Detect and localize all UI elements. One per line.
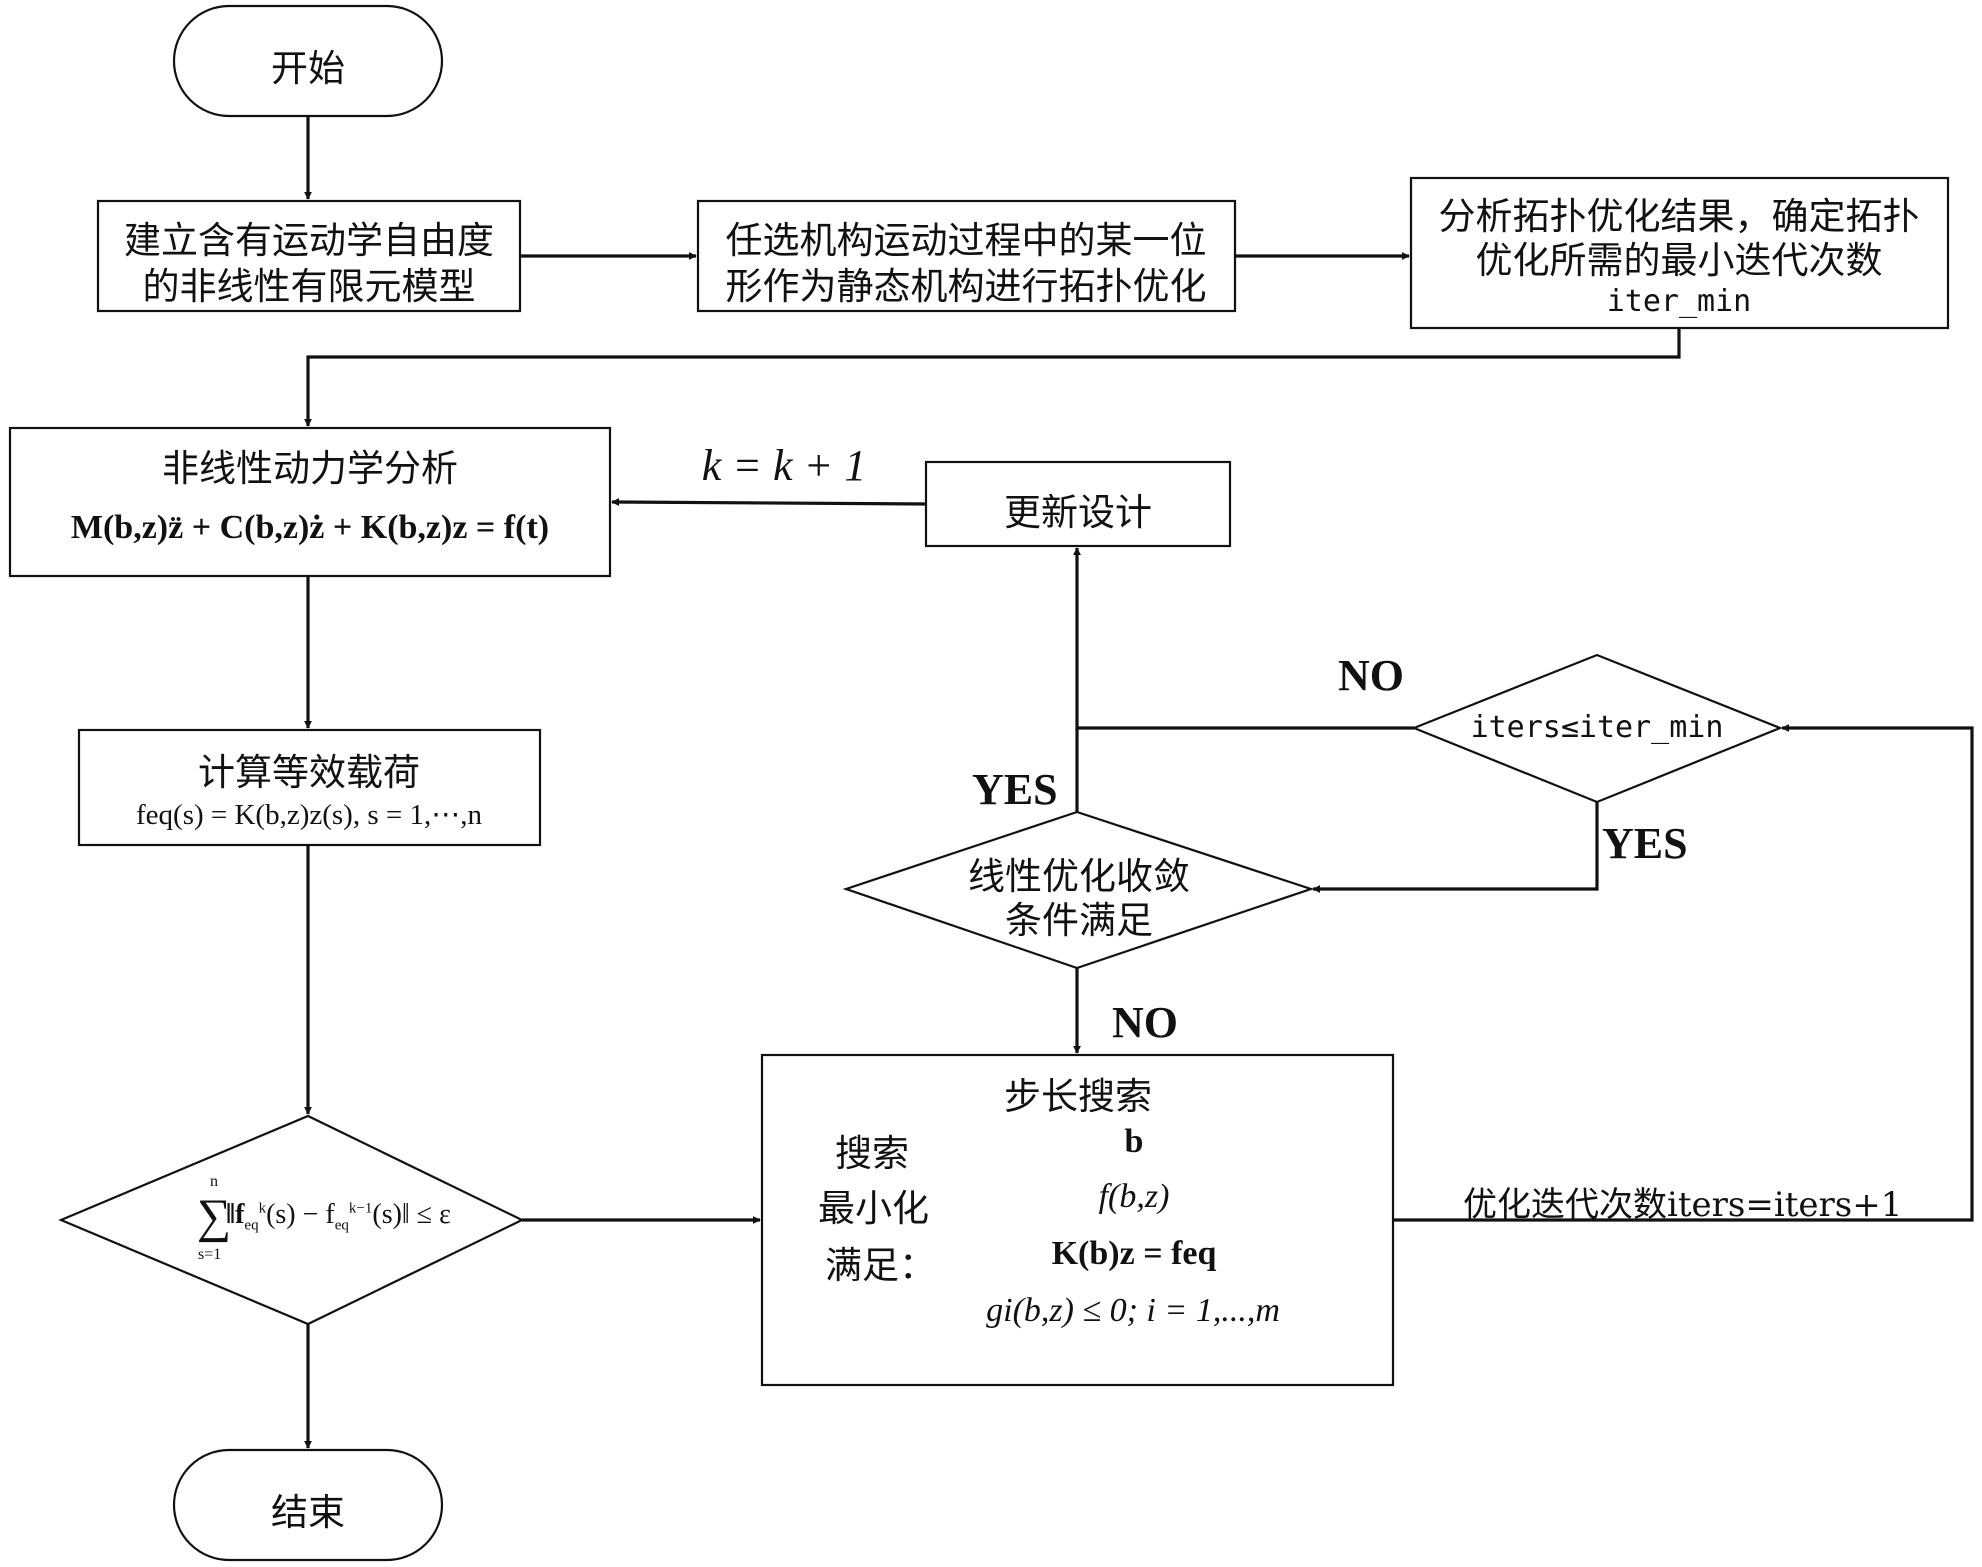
no-label-iter: NO <box>1338 650 1404 701</box>
load-equation: feq(s) = K(b,z)z(s), s = 1,⋯,n <box>136 797 482 832</box>
load-title: 计算等效载荷 <box>198 742 420 796</box>
arrow-search-to-iter-check <box>1393 728 1972 1220</box>
search-row1-value: b <box>1125 1123 1144 1161</box>
select-line2: 形作为静态机构进行拓扑优化 <box>726 256 1207 310</box>
model-line2: 的非线性有限元模型 <box>143 256 476 310</box>
iter-check-text: iters≤iter_min <box>1471 710 1724 745</box>
check-tail: (s)‖ ≤ ε <box>372 1199 451 1230</box>
check-sup1: k <box>259 1201 267 1217</box>
update-design-text: 更新设计 <box>1004 482 1152 536</box>
search-title: 步长搜索 <box>1004 1066 1152 1120</box>
check-sup2: k−1 <box>349 1201 372 1217</box>
nonlinear-equation: M(b,z)z̈ + C(b,z)ż + K(b,z)z = f(t) <box>71 509 549 547</box>
check-sub2: eq <box>335 1218 349 1234</box>
check-sub1: eq <box>244 1218 258 1234</box>
arrow-iter-no-to-update <box>1077 548 1414 728</box>
nonlinear-title: 非线性动力学分析 <box>162 438 458 492</box>
analyze-iter-min: iter_min <box>1607 284 1752 319</box>
search-row3-value: K(b)z = feq <box>1052 1235 1217 1273</box>
arrow-update-to-nonlinear <box>612 502 926 504</box>
yes-label-linear: YES <box>972 764 1058 815</box>
arrow-analyze-to-nonlinear <box>308 328 1679 426</box>
iteration-label: 优化迭代次数iters=iters+1 <box>1463 1177 1902 1226</box>
check-expr-start: ‖feqk(s) − feqk−1(s)‖ ≤ ε <box>226 1199 451 1235</box>
no-label-linear: NO <box>1112 997 1178 1048</box>
search-row4-value: gi(b,z) ≤ 0; i = 1,...,m <box>986 1292 1280 1330</box>
search-row2-value: f(b,z) <box>1099 1178 1170 1216</box>
start-label: 开始 <box>271 38 345 92</box>
search-row1-label: 搜索 <box>835 1123 909 1177</box>
check-norm-f: ‖f <box>226 1199 244 1230</box>
sum-lower: s=1 <box>198 1246 221 1264</box>
search-row2-label: 最小化 <box>818 1178 929 1232</box>
sum-upper: n <box>210 1173 218 1191</box>
analyze-line2: 优化所需的最小迭代次数 <box>1476 230 1883 284</box>
search-row3-label: 满足： <box>825 1235 936 1289</box>
end-label: 结束 <box>271 1482 345 1536</box>
arrow-iter-yes-to-linear <box>1313 802 1597 889</box>
linear-line2: 条件满足 <box>1005 890 1153 944</box>
check-mid: (s) − f <box>266 1199 335 1230</box>
yes-label-iter: YES <box>1602 818 1688 869</box>
k-update-text: k = k + 1 <box>702 440 866 491</box>
